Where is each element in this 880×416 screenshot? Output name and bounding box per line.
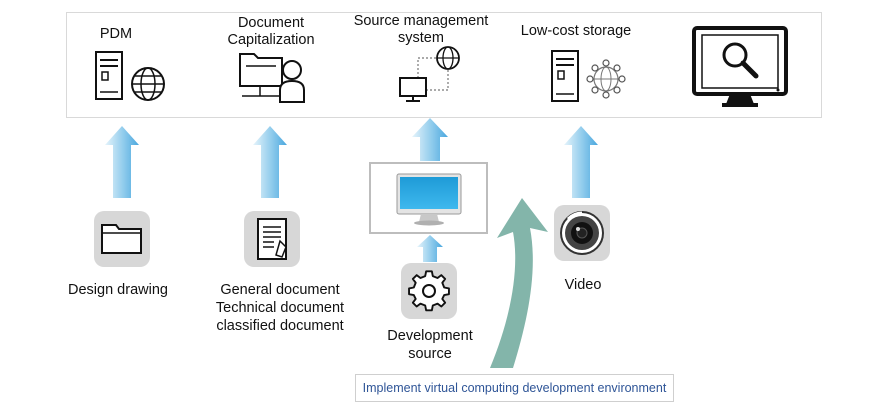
- design-drawing-label: Design drawing: [68, 282, 168, 298]
- low-cost-storage-label: Low-cost storage: [520, 23, 632, 39]
- camera-lens-icon: [560, 211, 604, 255]
- monitor-network-icon: [399, 46, 460, 102]
- server-globe-icon: [95, 51, 165, 101]
- up-arrow-video: [564, 126, 598, 198]
- server-network-icon: [551, 50, 626, 102]
- gear-icon: [408, 270, 450, 312]
- up-arrow-monitor: [412, 118, 448, 161]
- up-arrow-documents: [253, 126, 287, 198]
- folder-icon: [101, 224, 142, 254]
- computer-monitor-icon: [396, 173, 462, 226]
- pdm-label: PDM: [99, 26, 133, 42]
- document-icon: [257, 218, 287, 260]
- search-monitor-icon: [692, 26, 788, 107]
- up-arrow-development: [417, 235, 443, 262]
- folder-user-icon: [239, 53, 305, 103]
- curved-arrow: [490, 198, 548, 368]
- virtual-environment-note: Implement virtual computing development …: [355, 374, 674, 402]
- up-arrow-design: [105, 126, 139, 198]
- video-label: Video: [564, 277, 602, 293]
